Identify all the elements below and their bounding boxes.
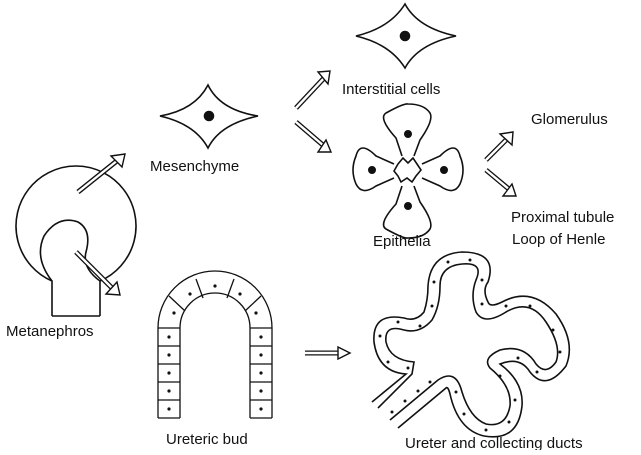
arrow-mesenchyme-to-interstitial [296,71,330,108]
mesenchyme-label: Mesenchyme [150,158,239,175]
arrow-epithelia-to-glomerulus [486,132,513,160]
metanephros-label: Metanephros [6,323,94,340]
loop-of-henle-label: Loop of Henle [512,231,605,248]
epithelia-label: Epithelia [373,233,431,250]
collecting-ducts-shape [372,252,569,437]
arrow-epithelia-to-proximal [486,170,516,196]
interstitial-cell [356,4,456,68]
ureteric-bud-label: Ureteric bud [166,431,248,448]
interstitial-cells-label: Interstitial cells [342,81,440,98]
arrow-ureteric-bud-to-ureter [305,347,350,359]
arrow-metanephros-to-mesenchyme [78,154,125,192]
ureter-collecting-ducts-label: Ureter and collecting ducts [405,435,583,450]
arrows [76,71,516,359]
proximal-tubule-label: Proximal tubule [511,209,614,226]
glomerulus-label: Glomerulus [531,111,608,128]
arrow-mesenchyme-to-epithelia [296,122,331,152]
ureteric-bud-arch [158,271,272,418]
epithelia-cluster [353,104,463,238]
mesenchyme-cell [160,85,258,148]
